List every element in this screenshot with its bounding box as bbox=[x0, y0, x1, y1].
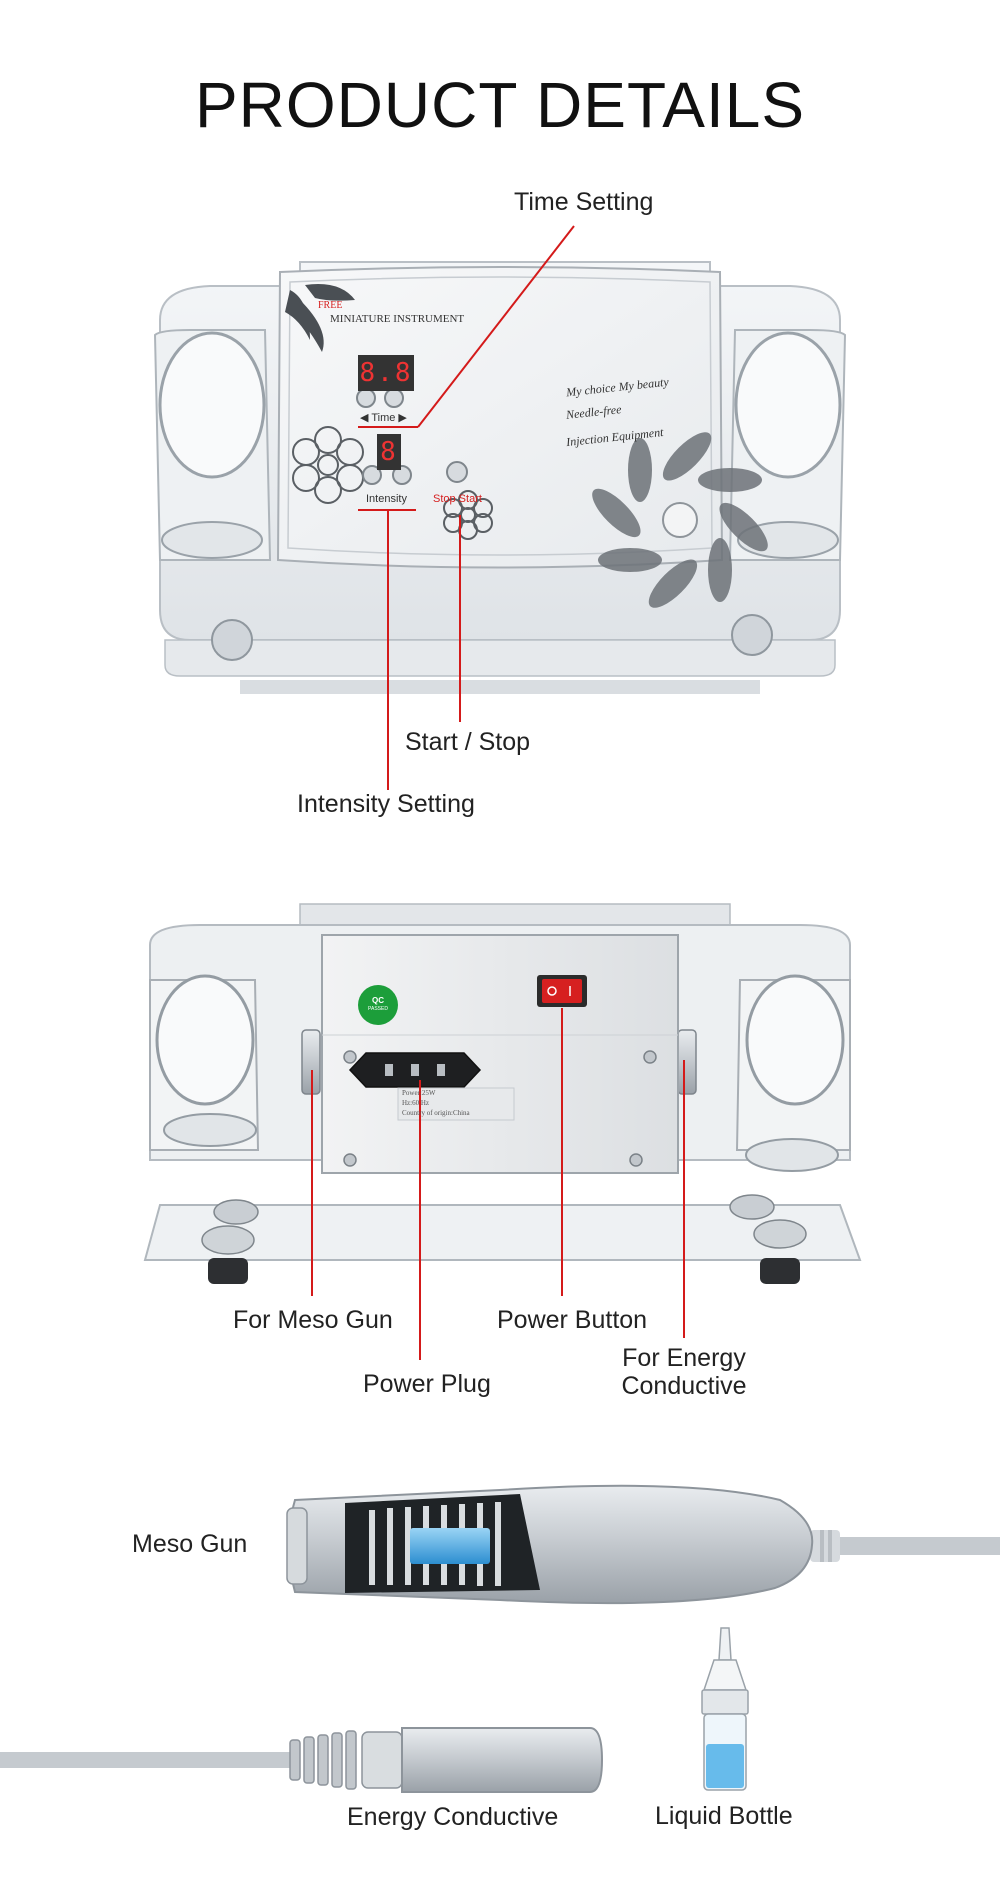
time-display: 8.8 bbox=[358, 355, 414, 391]
panel-time-label: ◀ Time ▶ bbox=[360, 412, 407, 424]
front-device bbox=[153, 225, 847, 790]
energy-port-icon bbox=[677, 1029, 697, 1095]
leaf-decoration-icon bbox=[285, 284, 355, 352]
panel-intensity-label: Intensity bbox=[366, 493, 407, 505]
callout-power-button: Power Button bbox=[497, 1306, 648, 1334]
spec-line2: Hz:60 Hz bbox=[402, 1099, 430, 1107]
panel-center-button bbox=[662, 502, 698, 538]
meso-gun-illustration bbox=[286, 1484, 1000, 1605]
back-callout-lines bbox=[311, 1008, 685, 1360]
callout-power-plug: Power Plug bbox=[363, 1370, 491, 1398]
spec-line1: Power:25W bbox=[402, 1089, 436, 1097]
callout-for-energy-line1: For Energy bbox=[622, 1344, 746, 1372]
flower-decoration-icon bbox=[292, 426, 493, 540]
spec-line3: Country of origin:China bbox=[402, 1109, 470, 1117]
energy-conductive-illustration bbox=[0, 1727, 604, 1793]
callout-for-meso-gun: For Meso Gun bbox=[233, 1306, 393, 1334]
panel-brand-line1: FREE bbox=[318, 300, 343, 311]
liquid-bottle-illustration bbox=[701, 1627, 749, 1791]
intensity-display: 8 bbox=[377, 434, 401, 470]
large-flower-icon bbox=[592, 432, 768, 608]
callout-for-energy-line2: Conductive bbox=[621, 1372, 747, 1400]
callout-time-setting: Time Setting bbox=[514, 188, 654, 216]
panel-brand-line2: MINIATURE INSTRUMENT bbox=[330, 313, 465, 325]
front-callout-lines bbox=[358, 225, 575, 790]
meso-gun-cartridge-icon bbox=[410, 1528, 490, 1564]
qc-badge-line1: QC bbox=[372, 996, 384, 1005]
callout-start-stop: Start / Stop bbox=[405, 728, 531, 756]
label-meso-gun: Meso Gun bbox=[132, 1530, 248, 1558]
label-energy-conductive: Energy Conductive bbox=[347, 1803, 559, 1831]
liquid-icon bbox=[706, 1744, 744, 1788]
qc-badge-icon bbox=[358, 985, 398, 1025]
callout-intensity-setting: Intensity Setting bbox=[297, 790, 475, 818]
qc-badge-line2: PASSED bbox=[368, 1006, 388, 1012]
back-device bbox=[143, 903, 862, 1360]
power-switch-icon bbox=[542, 979, 582, 1003]
label-liquid-bottle: Liquid Bottle bbox=[655, 1802, 793, 1830]
panel-stop-start-label: Stop Start bbox=[433, 493, 482, 505]
page-title: PRODUCT DETAILS bbox=[194, 69, 806, 141]
